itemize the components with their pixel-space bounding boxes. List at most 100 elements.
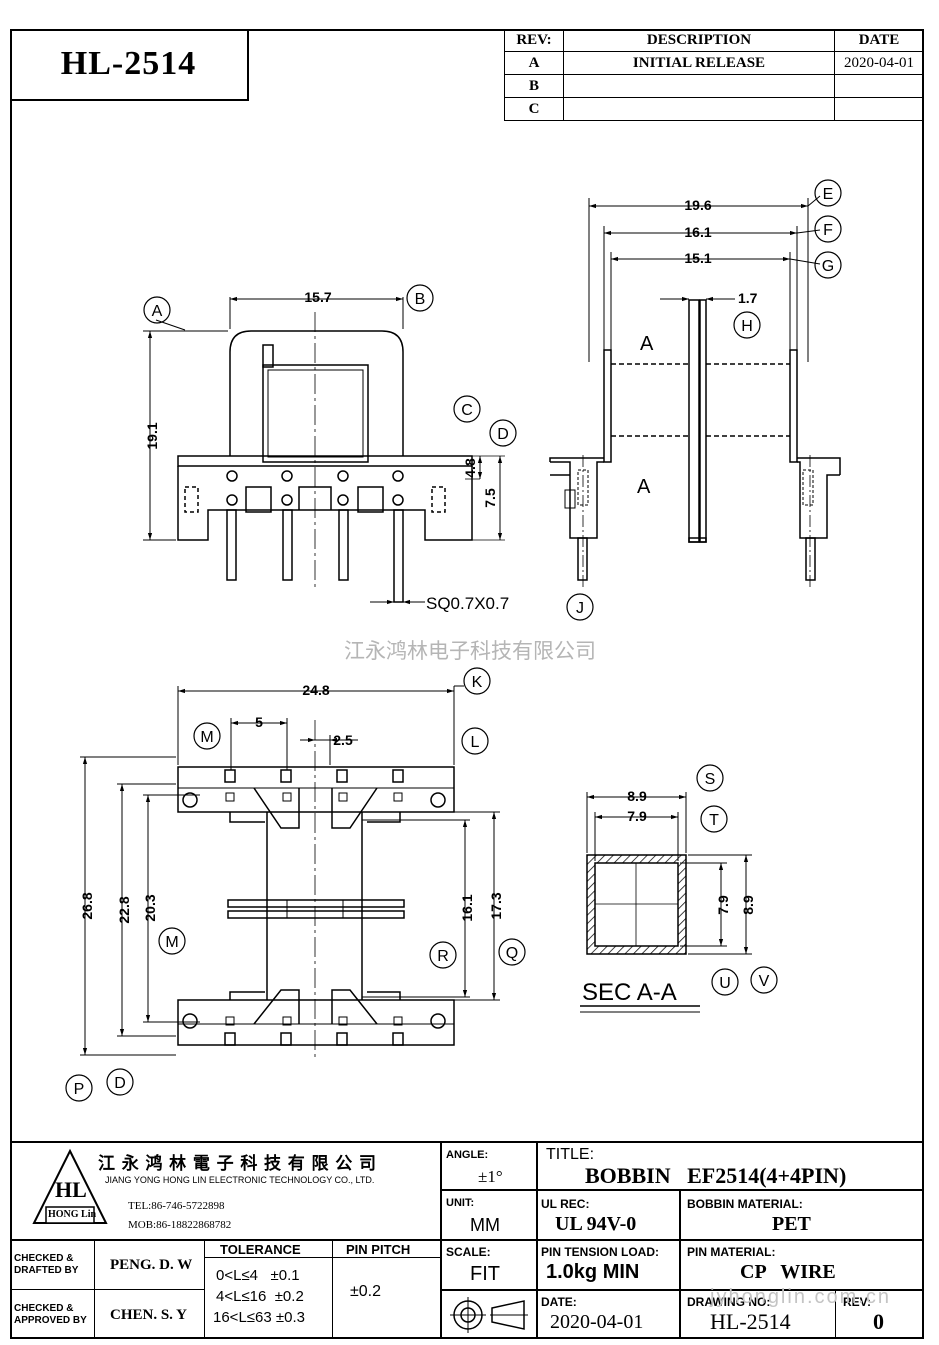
checked-approved-label: CHECKED & APPROVED BY (14, 1303, 87, 1326)
rev-cell: A (504, 51, 564, 75)
ul-rec-value: UL 94V-0 (555, 1213, 637, 1235)
callout-m-top: M (193, 722, 221, 750)
rev-value: 0 (873, 1309, 884, 1334)
dim-19-6: 19.6 (684, 197, 711, 213)
scale-value: FIT (470, 1263, 500, 1285)
company-tel: TEL:86-746-5722898 (128, 1200, 225, 1212)
logo-text: HL (55, 1177, 87, 1202)
dim-20-3: 20.3 (142, 894, 158, 921)
title-block: HL HONG Lin 江 永 鸿 林 電 子 科 技 有 限 公 司 JIAN… (10, 1141, 924, 1339)
tolerance-row: 0<L≤4 ±0.1 (216, 1267, 300, 1284)
title-value: BOBBIN EF2514(4+4PIN) (585, 1163, 847, 1188)
dim-7-9v: 7.9 (715, 895, 731, 915)
dim-17-3: 17.3 (488, 892, 504, 919)
dim-5: 5 (255, 714, 263, 730)
dim-8-9v: 8.9 (740, 895, 756, 915)
bobbin-material-value: PET (772, 1213, 811, 1235)
dim-16-1: 16.1 (684, 224, 711, 240)
company-name-cn: 江 永 鸿 林 電 子 科 技 有 限 公 司 (98, 1154, 377, 1173)
svg-text:F: F (823, 222, 833, 239)
title-label: TITLE: (546, 1146, 595, 1163)
side-view (549, 299, 841, 590)
date-header: DATE (834, 29, 924, 52)
checked-approved-value: CHEN. S. Y (110, 1307, 187, 1323)
company-logo (32, 1148, 108, 1224)
svg-text:M: M (165, 934, 178, 951)
pin-pitch-value: ±0.2 (350, 1283, 382, 1300)
tolerance-row: 16<L≤63 ±0.3 (213, 1309, 305, 1326)
rev-label: REV: (843, 1295, 872, 1309)
svg-text:U: U (719, 975, 731, 992)
dim-15-7: 15.7 (304, 289, 331, 305)
drawing-no-value: HL-2514 (710, 1309, 791, 1334)
revision-table: REV: DESCRIPTION DATE A INITIAL RELEASE … (504, 29, 924, 121)
dim-24-8: 24.8 (302, 682, 329, 698)
svg-text:T: T (709, 812, 719, 829)
callout-t: T (700, 805, 728, 833)
front-view (177, 312, 505, 603)
drawing-no-label: DRAWING NO: (687, 1295, 771, 1309)
technical-drawing: 15.7 19.1 4.8 7.5 SQ0.7X0.7 19.6 16.1 15… (65, 179, 842, 1102)
checked-drafted-label: CHECKED & DRAFTED BY (14, 1253, 79, 1276)
svg-text:P: P (74, 1081, 85, 1098)
callout-h: H (733, 311, 761, 339)
company-mob: MOB:86-18822868782 (128, 1219, 232, 1231)
svg-text:S: S (705, 771, 716, 788)
description-header: DESCRIPTION (563, 29, 835, 52)
watermark-cn: 江永鸿林电子科技有限公司 (344, 640, 596, 663)
callout-l: L (461, 727, 489, 755)
dim-2-5: 2.5 (333, 732, 353, 748)
callout-j: J (566, 593, 594, 621)
dim-22-8: 22.8 (116, 896, 132, 923)
checked-drafted-value: PENG. D. W (110, 1257, 193, 1273)
svg-text:K: K (472, 674, 483, 691)
callout-g: G (814, 251, 842, 279)
svg-text:D: D (497, 426, 509, 443)
ul-rec-label: UL REC: (541, 1197, 590, 1211)
dim-4-8: 4.8 (462, 458, 478, 478)
part-number-box: HL-2514 (10, 29, 249, 101)
unit-value: MM (470, 1215, 500, 1235)
date-label: DATE: (541, 1295, 577, 1309)
bobbin-material-label: BOBBIN MATERIAL: (687, 1197, 803, 1211)
dim-8-9: 8.9 (627, 788, 647, 804)
description-cell (563, 97, 835, 121)
svg-text:Q: Q (506, 945, 518, 962)
bottom-view (177, 720, 455, 1060)
section-label: SEC A-A (582, 979, 677, 1006)
callout-b: B (406, 284, 434, 312)
pin-material-value: CP WIRE (740, 1261, 836, 1283)
svg-text:L: L (471, 734, 480, 751)
pin-tension-value: 1.0kg MIN (546, 1261, 640, 1283)
callout-c: C (453, 395, 481, 423)
pin-material-label: PIN MATERIAL: (687, 1245, 776, 1259)
company-name-en: JIANG YONG HONG LIN ELECTRONIC TECHNOLOG… (105, 1175, 375, 1185)
callout-d: D (489, 419, 517, 447)
dim-7-9: 7.9 (627, 808, 647, 824)
date-value: 2020-04-01 (550, 1311, 644, 1333)
callout-e: E (814, 179, 842, 207)
dim-15-1: 15.1 (684, 250, 711, 266)
part-number: HL-2514 (60, 45, 197, 82)
dim-7-5: 7.5 (482, 488, 498, 508)
tolerance-label: TOLERANCE (220, 1242, 301, 1257)
svg-text:A: A (152, 303, 163, 320)
callout-r: R (429, 941, 457, 969)
section-mark-bottom: A (637, 476, 651, 498)
svg-text:D: D (114, 1075, 126, 1092)
unit-label: UNIT: (446, 1197, 475, 1209)
section-a-a-view (586, 854, 687, 955)
date-cell (834, 97, 924, 121)
dim-26-8: 26.8 (79, 892, 95, 919)
callout-o: D (106, 1068, 134, 1096)
section-mark-top: A (640, 333, 654, 355)
projection-symbol-icon (450, 1297, 528, 1333)
svg-text:V: V (759, 973, 770, 990)
svg-text:R: R (437, 948, 449, 965)
callout-a: A (143, 296, 171, 324)
svg-text:H: H (741, 318, 753, 335)
svg-text:J: J (576, 600, 584, 617)
svg-text:G: G (822, 258, 834, 275)
dim-16-1b: 16.1 (459, 894, 475, 921)
callout-u: U (711, 968, 739, 996)
